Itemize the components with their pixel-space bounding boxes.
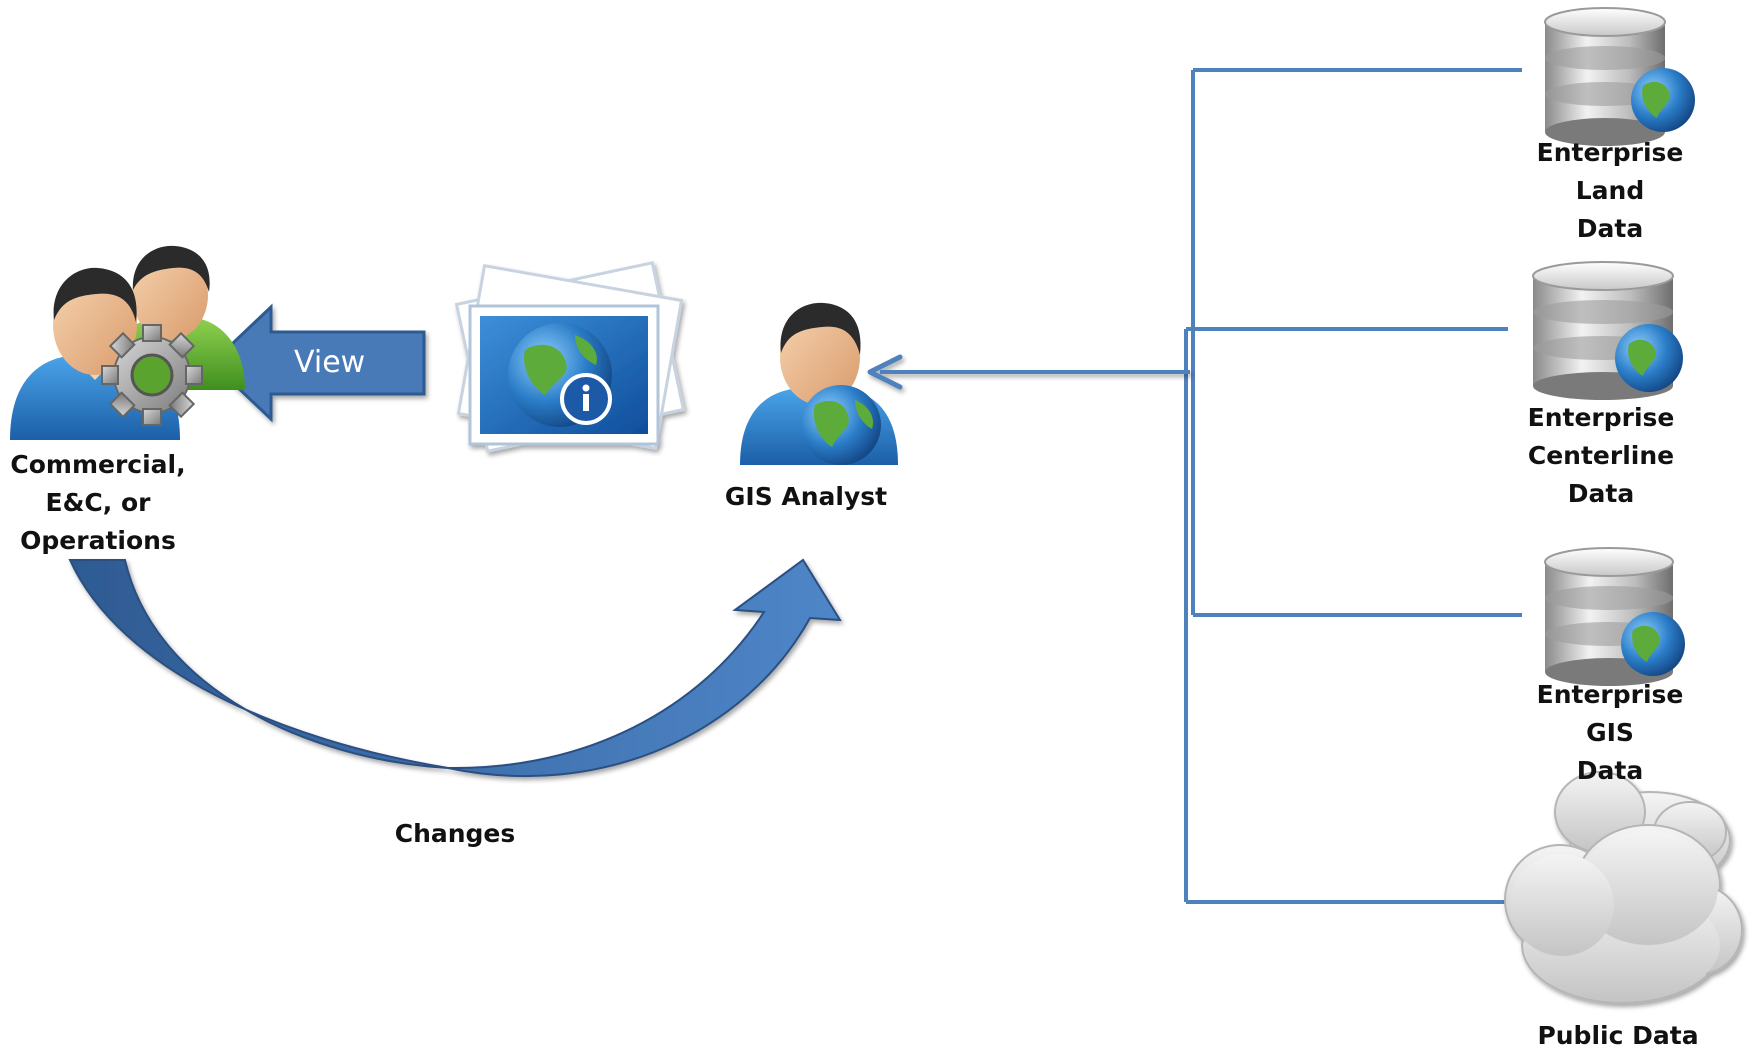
users-gear-icon xyxy=(10,245,245,440)
centerline-data-label-line: Enterprise xyxy=(1527,403,1675,432)
changes-arrow xyxy=(68,558,842,778)
land-data-label-line: Data xyxy=(1576,214,1644,243)
view-flow-label: View xyxy=(294,345,366,380)
business-users-label-line: E&C, or xyxy=(45,488,151,517)
view-arrow xyxy=(209,303,426,423)
changes-flow-label: Changes xyxy=(394,819,516,848)
land-data-label: Enterprise Land Data xyxy=(1515,134,1705,248)
land-data-label-line: Land xyxy=(1575,176,1645,205)
map-info-icon xyxy=(454,261,686,453)
cloud-icon xyxy=(1504,771,1743,1004)
gis-analyst-label: GIS Analyst xyxy=(724,482,888,511)
land-data-label-line: Enterprise xyxy=(1536,138,1684,167)
database-globe-icon xyxy=(1544,547,1685,686)
business-users-label-line: Commercial, xyxy=(10,450,186,479)
gis-data-label: Enterprise GIS Data xyxy=(1515,676,1705,790)
business-users-label: Commercial, E&C, or Operations xyxy=(0,446,196,560)
gis-data-label-line: Data xyxy=(1576,756,1644,785)
user-globe-icon xyxy=(740,302,898,465)
database-globe-icon xyxy=(1532,261,1683,400)
public-data-label: Public Data xyxy=(1537,1021,1699,1050)
gis-data-label-line: GIS xyxy=(1586,718,1634,747)
analyst-arrow xyxy=(867,354,1190,390)
business-users-label-line: Operations xyxy=(20,526,176,555)
database-globe-icon xyxy=(1544,7,1695,146)
centerline-data-label-line: Data xyxy=(1567,479,1635,508)
centerline-data-label: Enterprise Centerline Data xyxy=(1501,399,1701,513)
gis-data-label-line: Enterprise xyxy=(1536,680,1684,709)
connector-lines xyxy=(1184,68,1522,904)
centerline-data-label-line: Centerline xyxy=(1527,441,1675,470)
